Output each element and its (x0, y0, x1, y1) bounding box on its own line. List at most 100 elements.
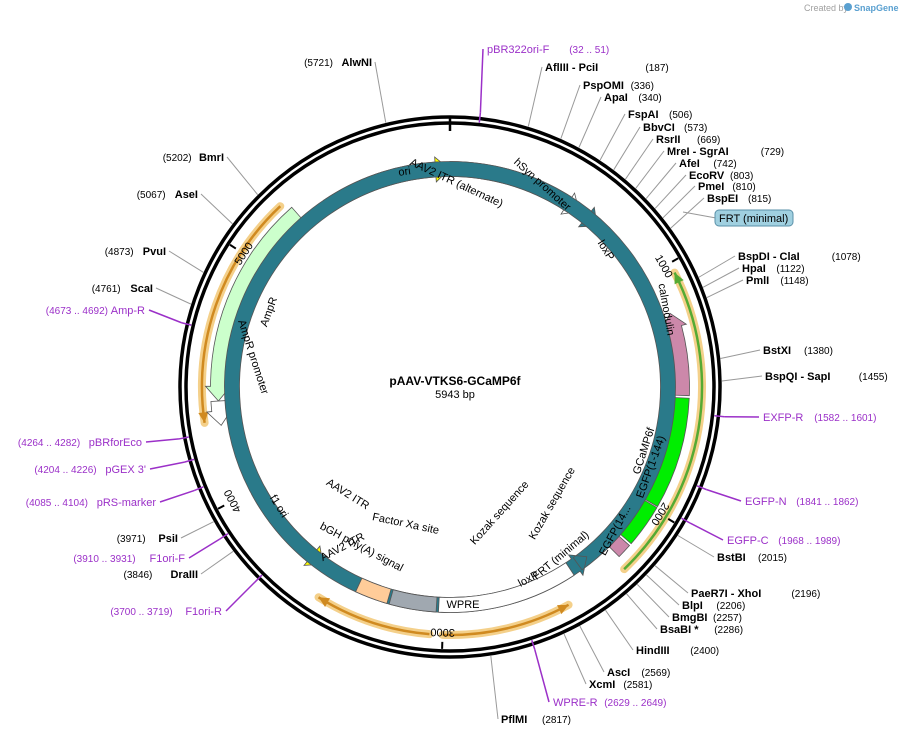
site-label[interactable]: AseI(5067) (137, 189, 233, 225)
site-position: (2196) (791, 589, 820, 600)
site-leader (226, 156, 259, 195)
primer-leader (225, 581, 256, 612)
site-label[interactable]: HindIII(2400) (605, 609, 719, 657)
site-label[interactable]: BspDI - ClaI(1078) (698, 251, 861, 278)
site-name: BsaBI * (660, 624, 699, 636)
site-name: DraIII (170, 569, 198, 581)
site-leader (635, 150, 665, 189)
site-name: ScaI (130, 283, 153, 295)
frt-callout-box (714, 209, 794, 227)
site-label[interactable]: BmgBI(2257) (636, 583, 742, 624)
site-label[interactable]: BlpI(2206) (646, 574, 746, 612)
frt-minimal-callout[interactable]: FRT (minimal) (682, 209, 794, 227)
primer-bind-mark (181, 322, 192, 326)
site-label[interactable]: BstXI(1380) (720, 345, 833, 359)
site-label[interactable]: XcmI(2581) (563, 633, 652, 691)
primer-name: pBR322ori-F (487, 44, 550, 56)
site-position: (669) (697, 135, 720, 146)
site-position: (815) (748, 194, 771, 205)
orf-arc (623, 272, 704, 571)
site-label[interactable]: BspQI - SapI (1455) (721, 371, 888, 383)
site-leader (720, 349, 761, 359)
primer-bind-mark (478, 112, 482, 123)
site-label[interactable]: BsaBI *(2286) (626, 593, 744, 636)
site-label[interactable]: PspOMI(336) (560, 80, 654, 139)
site-leader (200, 193, 233, 225)
primer-label[interactable]: pGEX 3'(4204 .. 4226) (34, 458, 195, 476)
primer-range: (4673 .. 4692) (46, 306, 108, 317)
site-position: (1380) (804, 346, 833, 357)
site-label[interactable]: PmlI(1148) (706, 275, 809, 299)
site-name: AseI (175, 189, 198, 201)
feature-label: ori (398, 165, 412, 179)
site-name: RsrII (656, 134, 680, 146)
site-label[interactable]: AfeI(742) (645, 158, 737, 199)
primer-bind-mark (184, 458, 195, 463)
site-position: (2400) (690, 646, 719, 657)
primer-label[interactable]: EGFP-C(1968 .. 1989) (681, 517, 840, 547)
feature-wpre[interactable] (438, 562, 575, 613)
primer-range: (4264 .. 4282) (18, 438, 80, 449)
site-label[interactable]: EcoRV(803) (654, 170, 753, 209)
feature-loxp[interactable] (224, 161, 676, 613)
site-label[interactable]: FspAI(506) (599, 109, 692, 161)
primer-label[interactable]: EXFP-R(1582 .. 1601) (714, 412, 876, 424)
primer-bind-mark (219, 532, 229, 540)
primer-label[interactable]: F1ori-F(3910 .. 3931) (73, 532, 229, 565)
site-label[interactable]: AflIII - PciI(187) (527, 62, 669, 127)
site-label[interactable]: PsiI(3971) (117, 521, 214, 545)
site-position: (2257) (713, 613, 742, 624)
site-name: BspDI - ClaI (738, 251, 800, 263)
primer-range: (2629 .. 2649) (604, 698, 666, 709)
primer-label[interactable]: pRS-marker(4085 .. 4104) (26, 486, 204, 509)
site-leader (527, 66, 543, 127)
site-leader (654, 565, 689, 594)
site-label[interactable]: DraIII(3846) (123, 550, 234, 581)
site-name: XcmI (589, 679, 615, 691)
primer-leader (148, 309, 182, 324)
tick-label: 4000 (222, 487, 244, 514)
site-label[interactable]: PmeI(810) (662, 181, 756, 219)
site-position: (810) (732, 182, 755, 193)
primer-name: EGFP-C (727, 535, 769, 547)
site-label[interactable]: AscI(2569) (579, 625, 670, 679)
site-label[interactable]: ApaI(340) (578, 92, 662, 148)
site-leader (200, 550, 234, 575)
site-label[interactable]: BbvCI(573) (613, 122, 708, 171)
site-position: (340) (638, 93, 661, 104)
site-label[interactable]: MreI - SgrAI(729) (635, 146, 784, 189)
primer-leader (534, 649, 550, 703)
feature-label: WPRE (447, 599, 480, 611)
site-position: (803) (730, 171, 753, 182)
site-label[interactable]: BstBI(2015) (677, 535, 787, 564)
site-label[interactable]: ScaI(4761) (92, 283, 192, 305)
primer-label[interactable]: EGFP-N(1841 .. 1862) (696, 485, 858, 508)
primer-label[interactable]: pBR322ori-F(32 .. 51) (478, 44, 609, 123)
site-label[interactable]: PvuI(4873) (105, 246, 204, 273)
site-position: (5202) (163, 153, 192, 164)
site-label[interactable]: PaeR7I - XhoI (2196) (654, 565, 820, 600)
snapgene-logo-icon (844, 3, 852, 11)
primer-label[interactable]: F1ori-R(3700 .. 3719) (110, 574, 263, 618)
site-label[interactable]: BmrI (5202) (163, 152, 259, 195)
site-label[interactable]: PflMI(2817) (490, 655, 571, 726)
site-name: BspQI - SapI (765, 371, 830, 383)
primer-label[interactable]: pBRforEco(4264 .. 4282) (18, 436, 189, 449)
site-position: (5721) (304, 58, 333, 69)
primer-label[interactable]: Amp-R(4673 .. 4692) (46, 305, 192, 326)
site-position: (1455) (859, 372, 888, 383)
plasmid-length: 5943 bp (435, 389, 475, 401)
site-label[interactable]: RsrII (669) (625, 134, 720, 180)
site-name: PaeR7I - XhoI (691, 588, 761, 600)
feature-bgh-poly-a-signal[interactable] (388, 589, 438, 613)
site-position: (336) (631, 81, 654, 92)
site-label[interactable]: HpaI(1122) (702, 263, 805, 288)
primer-label[interactable]: WPRE-R(2629 .. 2649) (531, 639, 667, 709)
site-name: BmrI (199, 152, 224, 164)
site-name: PsiI (158, 533, 178, 545)
primer-name: F1ori-F (150, 553, 186, 565)
site-label[interactable]: AlwNI(5721) (304, 57, 387, 123)
primer-range: (3700 .. 3719) (110, 607, 172, 618)
feature-aav2-itr[interactable] (355, 577, 392, 604)
primer-range: (1841 .. 1862) (796, 497, 858, 508)
